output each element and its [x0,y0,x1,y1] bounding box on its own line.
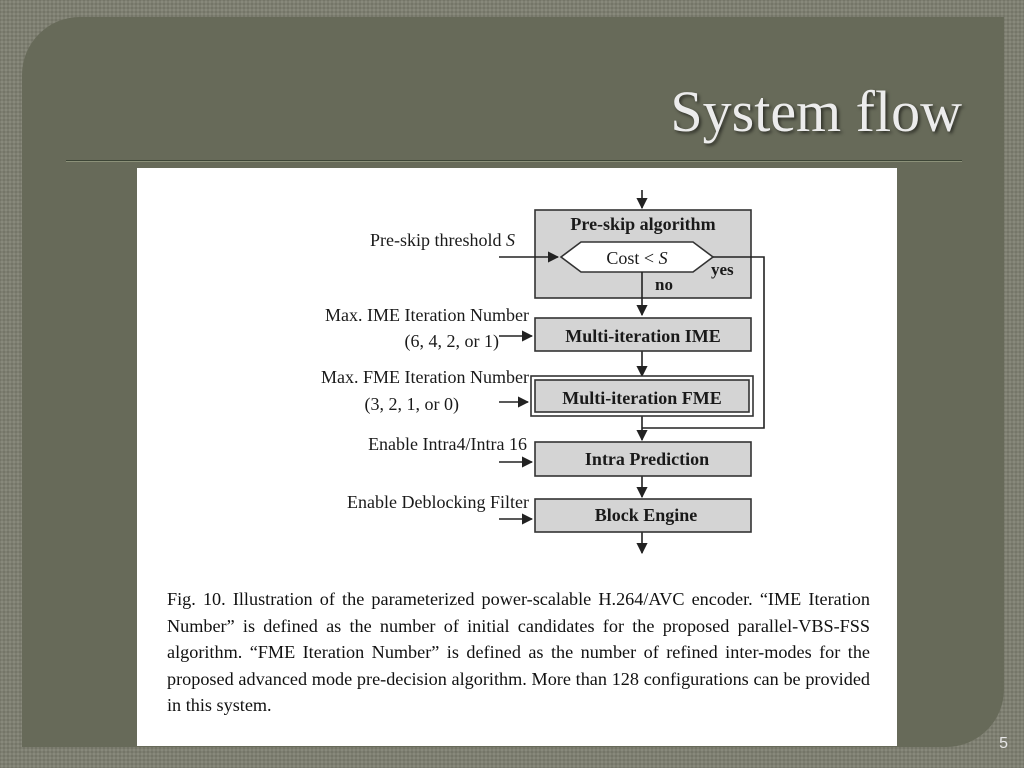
enable-intra-label: Enable Intra4/Intra 16 [368,434,527,454]
figure-image: Pre-skip algorithm Cost < S yes no Multi… [137,168,897,746]
enable-deblocking-label: Enable Deblocking Filter [347,492,529,512]
fme-iteration-label-line1: Max. FME Iteration Number [321,367,529,387]
title-divider [66,160,962,162]
fme-iteration-label-line2: (3, 2, 1, or 0) [365,394,459,415]
yes-bypass-path [642,256,765,429]
block-engine-label: Block Engine [595,505,698,525]
preskip-block-label: Pre-skip algorithm [570,214,715,234]
cost-decision-label: Cost < S [606,248,667,268]
preskip-threshold-label: Pre-skip threshold S [370,230,515,250]
ime-block: Multi-iteration IME [534,317,752,352]
ime-iteration-label-line2: (6, 4, 2, or 1) [405,331,499,352]
no-label: no [655,275,673,294]
figure-caption: Fig. 10. Illustration of the parameteriz… [167,589,870,715]
slide-title: System flow [670,79,962,144]
intra-prediction-label: Intra Prediction [585,449,709,469]
block-engine-block: Block Engine [534,498,752,533]
page-number: 5 [999,735,1008,752]
fme-block: Multi-iteration FME [530,375,754,417]
system-flow-diagram: Pre-skip algorithm Cost < S yes no Multi… [321,190,765,555]
ime-iteration-label-line1: Max. IME Iteration Number [325,305,529,325]
ime-block-label: Multi-iteration IME [565,326,720,346]
yes-label: yes [711,260,734,279]
preskip-block: Pre-skip algorithm Cost < S yes no [534,209,752,299]
intra-prediction-block: Intra Prediction [534,441,752,477]
fme-block-label: Multi-iteration FME [562,388,721,408]
